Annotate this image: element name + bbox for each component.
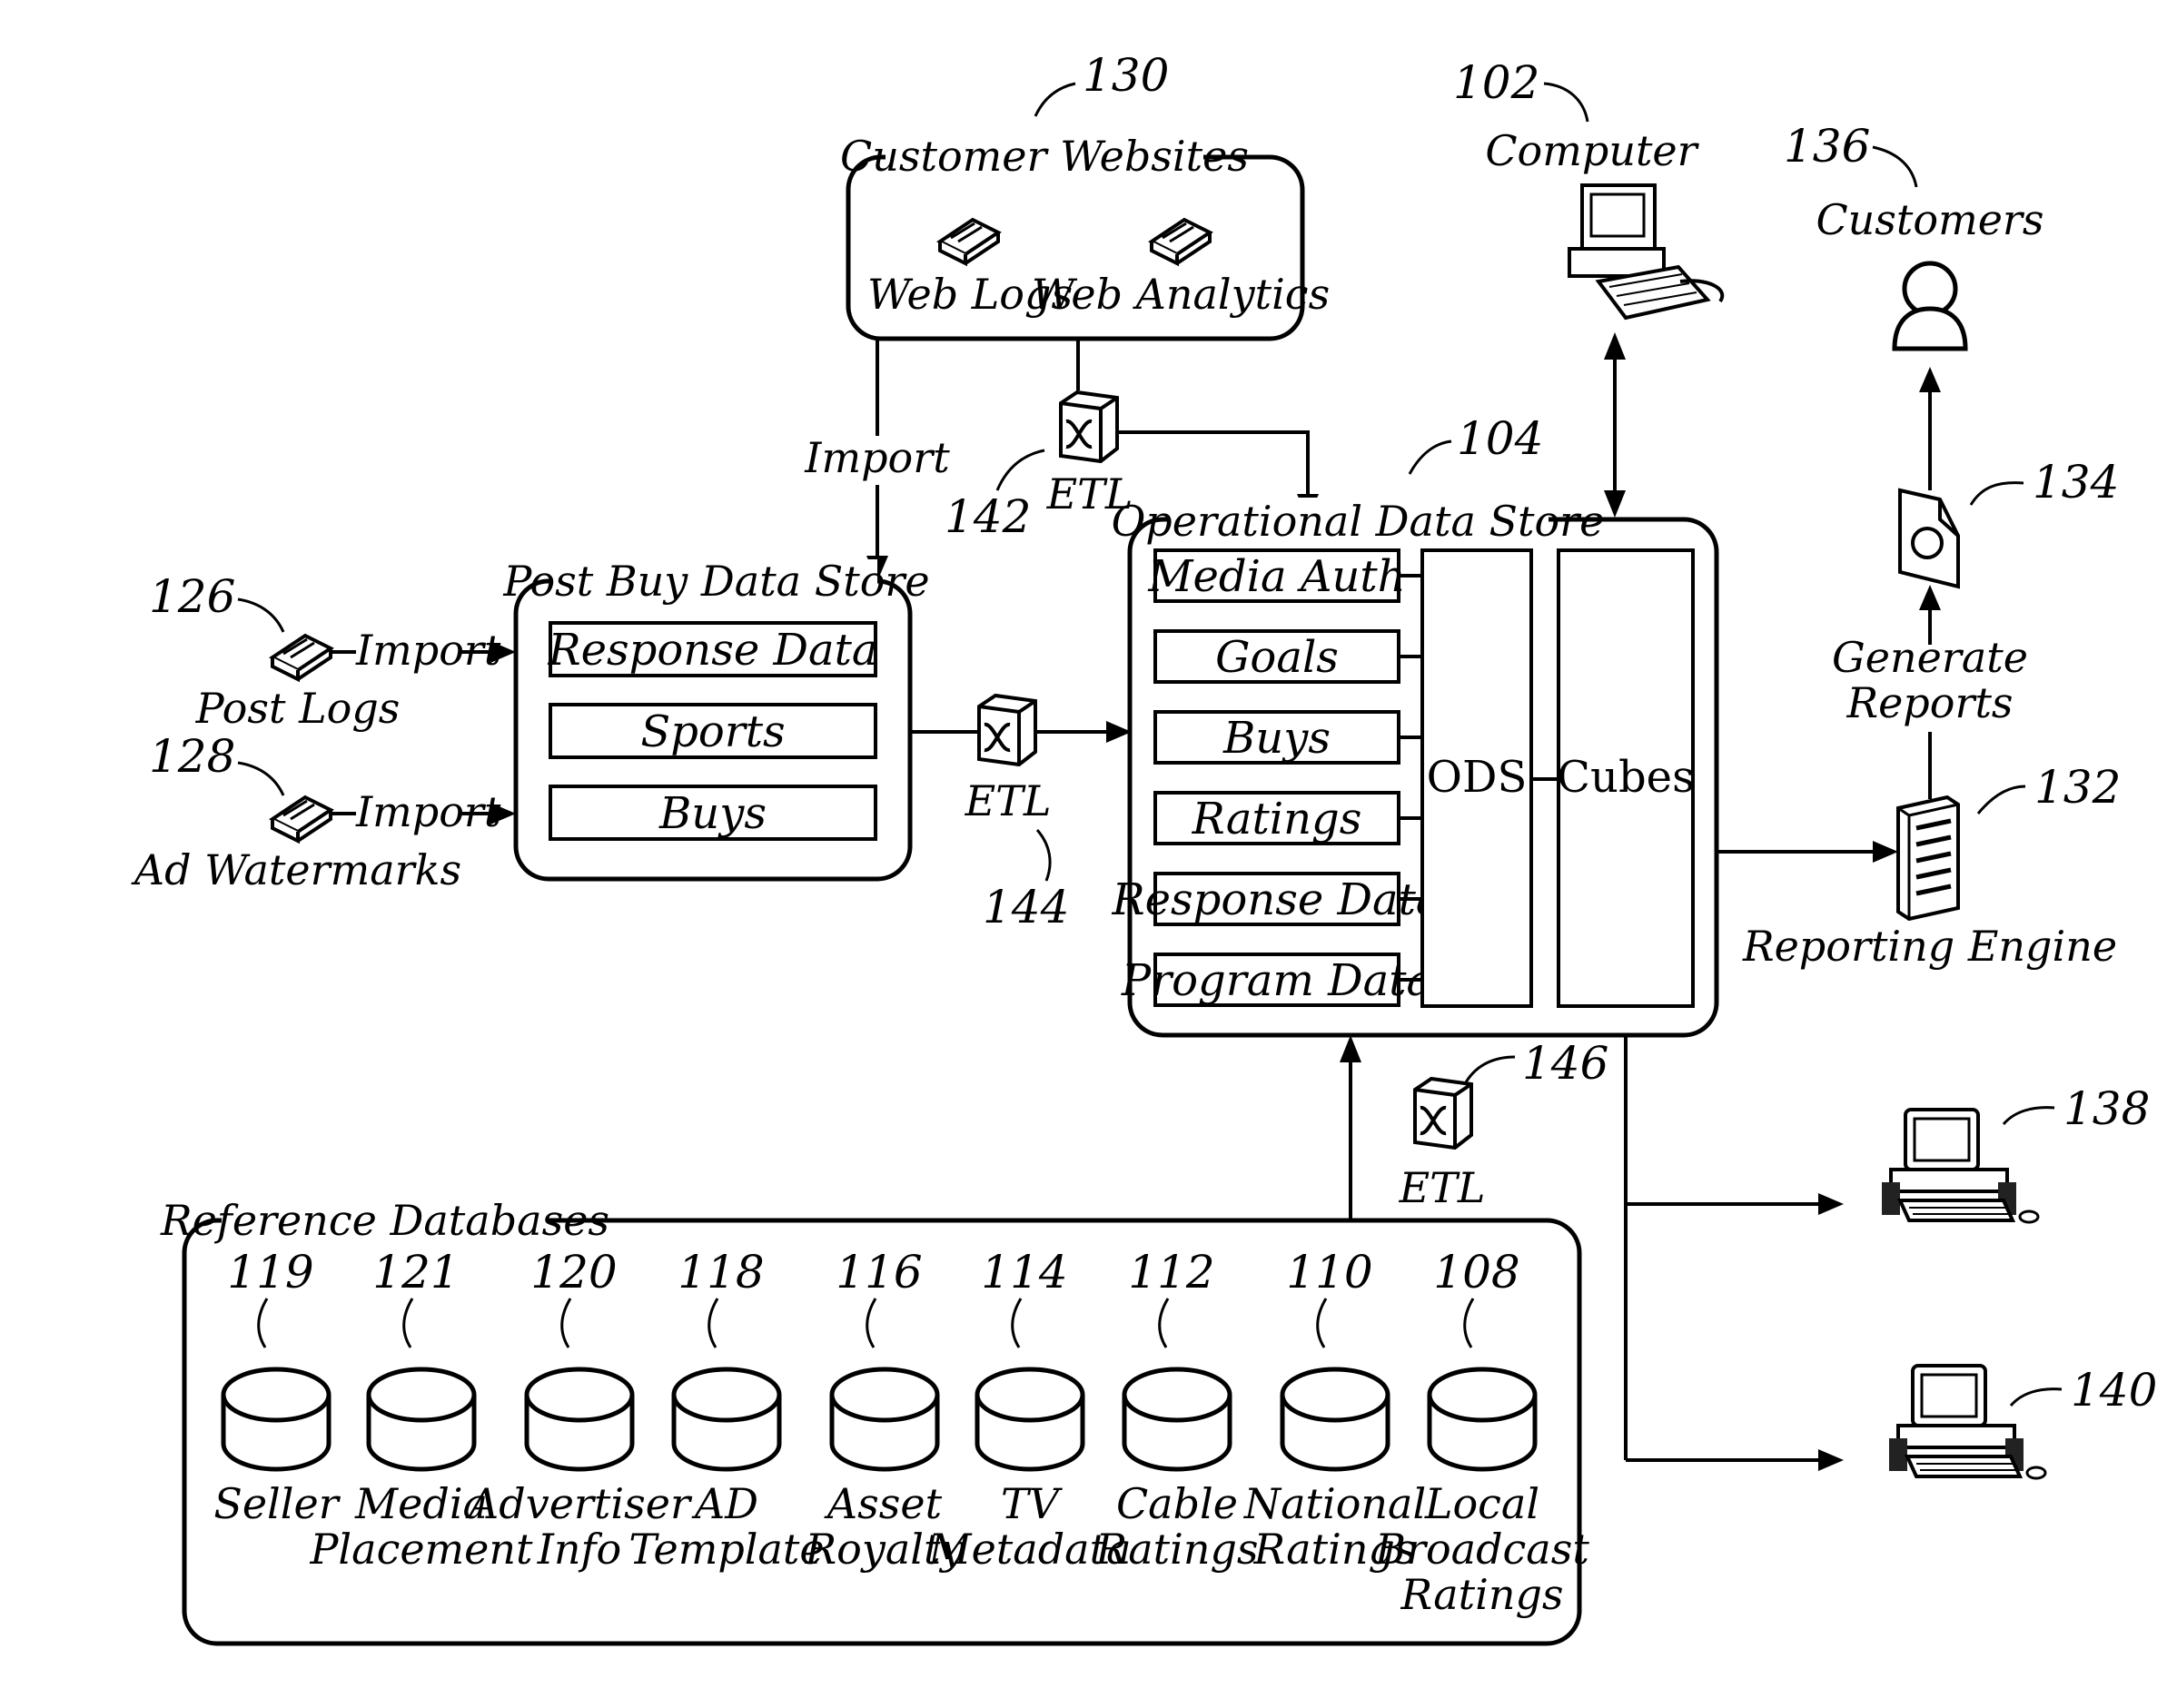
ods-item-buys: Buys: [1222, 713, 1331, 764]
ad-watermarks-label: Ad Watermarks: [131, 845, 461, 894]
person-icon: [1895, 263, 1965, 349]
customer-websites-group: Customer Websites Web Logs Web Analytics: [840, 132, 1330, 339]
web-analytics-label: Web Analytics: [1032, 270, 1330, 319]
database-cylinder-icon: [977, 1369, 1083, 1469]
etl-label: ETL: [965, 776, 1052, 825]
database-ref-number: 121: [372, 1246, 459, 1298]
database-ref-number: 112: [1128, 1246, 1214, 1298]
database-cylinder-icon: [369, 1369, 474, 1469]
database-name-line: Local: [1424, 1479, 1539, 1528]
database-ref-number: 108: [1433, 1246, 1519, 1298]
generate-label: Generate: [1832, 633, 2028, 682]
etl-arrow: [1119, 432, 1308, 498]
ref-126: 126: [149, 570, 235, 623]
ref-140: 140: [2071, 1364, 2157, 1417]
ods-item-media-auth: Media Auth: [1147, 551, 1405, 602]
database-ref-number: 114: [981, 1246, 1067, 1298]
database-cylinder-icon: [674, 1369, 779, 1469]
customers-label: Customers: [1816, 195, 2043, 244]
database-cylinder-icon: [223, 1369, 329, 1469]
database-cylinder-icon: [527, 1369, 632, 1469]
ods-item-ratings: Ratings: [1192, 794, 1362, 844]
reference-databases-group: Reference Databases 119Seller 121MediaPla…: [160, 1196, 1589, 1644]
desktop-computer-icon: [1889, 1366, 2045, 1478]
ref-130: 130: [1083, 49, 1169, 102]
ods-item-goals: Goals: [1215, 632, 1339, 683]
database-name-line: AD: [691, 1479, 758, 1528]
ods-item-response-data: Response Data: [1111, 874, 1441, 925]
ref-146: 146: [1522, 1037, 1608, 1090]
database-name-line: Seller: [213, 1479, 341, 1528]
database-name-line: National: [1243, 1479, 1426, 1528]
ref-136: 136: [1784, 120, 1870, 173]
database-ref-number: 120: [530, 1246, 617, 1298]
database-name-line: Template: [628, 1525, 824, 1574]
ref-102: 102: [1453, 56, 1539, 109]
database-name-line: Cable: [1116, 1479, 1238, 1528]
database-ref-number: 119: [227, 1246, 313, 1298]
database-name-line: Info: [537, 1525, 622, 1574]
post-buy-item-sports: Sports: [640, 706, 785, 757]
etl-transform-icon: [1415, 1079, 1471, 1148]
desktop-computer-icon: [1882, 1110, 2038, 1222]
ods-label: ODS: [1427, 752, 1528, 803]
post-buy-item-response-data: Response Data: [547, 625, 877, 676]
database-name-line: Placement: [309, 1525, 533, 1574]
database-name-line: Media: [354, 1479, 488, 1528]
ref-134: 134: [2033, 456, 2119, 508]
ref-138: 138: [2063, 1082, 2150, 1135]
reference-databases-title: Reference Databases: [160, 1196, 609, 1245]
database-ref-number: 118: [678, 1246, 764, 1298]
ref-132: 132: [2034, 761, 2121, 814]
database-name-line: Advertiser: [465, 1479, 693, 1528]
database-cylinder-icon: [1430, 1369, 1535, 1469]
document-tray-icon: [272, 636, 331, 679]
database-name-line: Broadcast: [1374, 1525, 1589, 1574]
post-buy-data-store-title: Post Buy Data Store: [502, 557, 929, 606]
database-name-line: Ratings: [1095, 1525, 1259, 1574]
database-name-line: TV: [1001, 1479, 1064, 1528]
ref-142: 142: [945, 490, 1031, 543]
database-cylinder-icon: [832, 1369, 937, 1469]
reports-label: Reports: [1846, 678, 2013, 727]
server-tower-icon: [1898, 797, 1958, 919]
leader-line: [1035, 84, 1075, 116]
ref-144: 144: [983, 881, 1069, 933]
operational-data-store-group: Operational Data Store Media Auth Goals …: [1111, 497, 1717, 1035]
customer-websites-title: Customer Websites: [840, 132, 1249, 181]
ref-128: 128: [149, 730, 235, 783]
ref-104: 104: [1457, 412, 1543, 465]
post-buy-item-buys: Buys: [658, 788, 767, 839]
cubes-label: Cubes: [1557, 752, 1694, 803]
database-ref-number: 116: [836, 1246, 922, 1298]
database-name-line: Asset: [824, 1479, 943, 1528]
document-tray-icon: [272, 797, 331, 841]
desktop-computer-icon: [1569, 185, 1722, 318]
ods-item-program-data: Program Data: [1121, 955, 1432, 1006]
post-buy-data-store-group: Post Buy Data Store Response Data Sports…: [502, 557, 929, 879]
database-ref-number: 110: [1286, 1246, 1372, 1298]
computer-label: Computer: [1485, 126, 1699, 175]
report-folder-icon: [1900, 490, 1958, 587]
etl-label: ETL: [1399, 1163, 1486, 1212]
database-name-line: Ratings: [1400, 1570, 1564, 1619]
database-cylinder-icon: [1282, 1369, 1388, 1469]
database-cylinder-icon: [1124, 1369, 1230, 1469]
import-label: Import: [804, 433, 950, 482]
etl-transform-icon: [1061, 392, 1117, 461]
post-logs-label: Post Logs: [195, 684, 401, 733]
etl-transform-icon: [979, 696, 1035, 765]
operational-data-store-title: Operational Data Store: [1112, 497, 1605, 546]
reporting-engine-label: Reporting Engine: [1742, 922, 2117, 971]
